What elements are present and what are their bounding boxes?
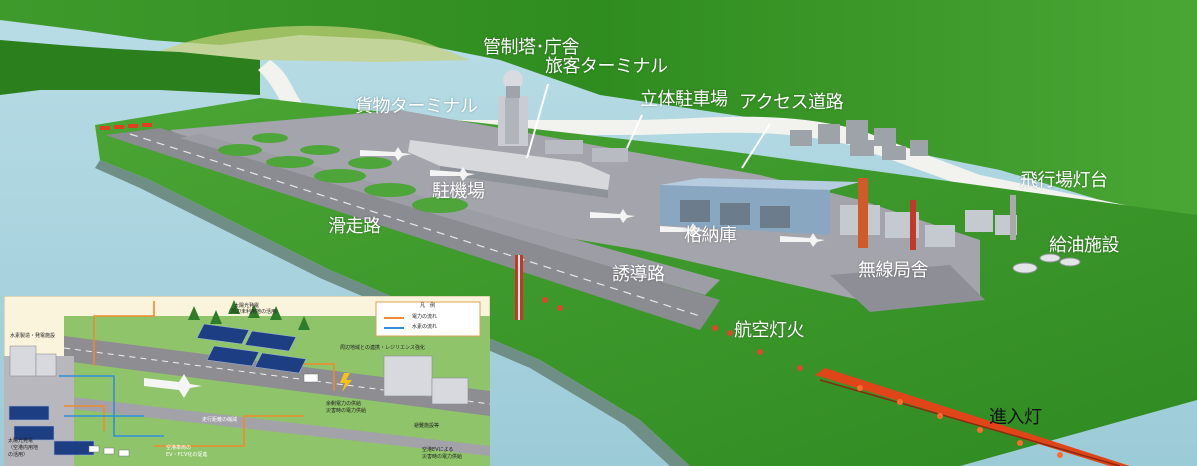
inset-solar-bottom-1: 太陽光発電 — [8, 438, 34, 444]
inset-hydrogen-plant: 水素製造・発電施設 — [10, 333, 56, 339]
inset-ev-2: EV・FCV化の促進 — [166, 452, 208, 458]
inset-solar-top-1: 太陽光発電 — [234, 303, 260, 309]
label-runway: 滑走路 — [328, 216, 381, 237]
label-parking-garage: 立体駐車場 — [640, 89, 728, 110]
inset-legend-title: 凡 例 — [420, 303, 436, 309]
label-hangar: 格納庫 — [684, 225, 737, 246]
inset-surplus-1: 余剰電力の供給 — [326, 401, 362, 407]
aeronautical-light-fixtures — [542, 297, 803, 371]
leader-lines — [526, 83, 771, 169]
label-airfield-beacon: 飛行場灯台 — [1020, 170, 1108, 191]
label-access-road: アクセス道路 — [739, 92, 844, 113]
island-seawall — [95, 160, 690, 466]
hills — [0, 0, 1197, 230]
label-passenger-terminal: 旅客ターミナル — [545, 56, 668, 77]
radio-towers — [515, 178, 1016, 320]
label-fuel-facility: 給油施設 — [1049, 235, 1120, 256]
hangar-building — [660, 178, 860, 235]
runway — [105, 128, 720, 330]
inset-legend-power: 電力の流れ — [412, 314, 438, 320]
inset-solar-bottom-2: （空港内用地 — [8, 445, 39, 451]
label-taxiway: 誘導路 — [612, 264, 665, 285]
inset-legend-hydrogen: 水素の流れ — [412, 324, 438, 330]
control-tower — [498, 70, 528, 146]
parking-garages — [545, 140, 628, 162]
inset-solar-top-2: （周辺未利用地の活用） — [226, 309, 282, 315]
inset-graphic — [4, 296, 490, 466]
label-control-tower: 管制塔･庁舎 — [483, 37, 580, 58]
passenger-terminal-building — [408, 140, 610, 198]
fuel-tanks — [1012, 253, 1081, 274]
inset-surplus-2: 災害時の電力供給 — [326, 408, 367, 414]
inset-shelter: 避難施設等 — [414, 423, 440, 429]
radio-station-pad — [830, 265, 985, 312]
left-hill — [0, 40, 260, 95]
approach-light-pier — [815, 368, 1130, 466]
city-buildings — [790, 120, 928, 160]
inset-ev-supply-1: 空港EVによる — [422, 447, 454, 453]
label-aeronautical-lights: 航空灯火 — [734, 320, 805, 341]
label-cargo-terminal: 貨物ターミナル — [355, 96, 478, 117]
label-radio-station: 無線局舎 — [858, 260, 929, 281]
inset-regional-link: 周辺地域との連携・レジリエンス強化 — [340, 345, 425, 351]
energy-inset-diagram: 水素製造・発電施設 太陽光発電 （周辺未利用地の活用） 凡 例 電力の流れ 水素… — [4, 296, 490, 466]
inset-ev-supply-2: 災害時の電力供給 — [422, 454, 463, 460]
sunlit-hill — [150, 25, 470, 62]
inset-runway-shortening: 走行距離の縮減 — [202, 417, 238, 423]
parked-aircraft — [360, 147, 825, 247]
runway-end-lights — [100, 123, 152, 130]
inset-ev-1: 空港車両の — [166, 445, 192, 451]
label-apron: 駐機場 — [432, 181, 485, 202]
infield-grass — [218, 133, 468, 213]
inset-solar-bottom-3: の活用） — [8, 452, 29, 458]
runway-centerline — [129, 133, 701, 317]
label-approach-lights: 進入灯 — [989, 407, 1042, 428]
